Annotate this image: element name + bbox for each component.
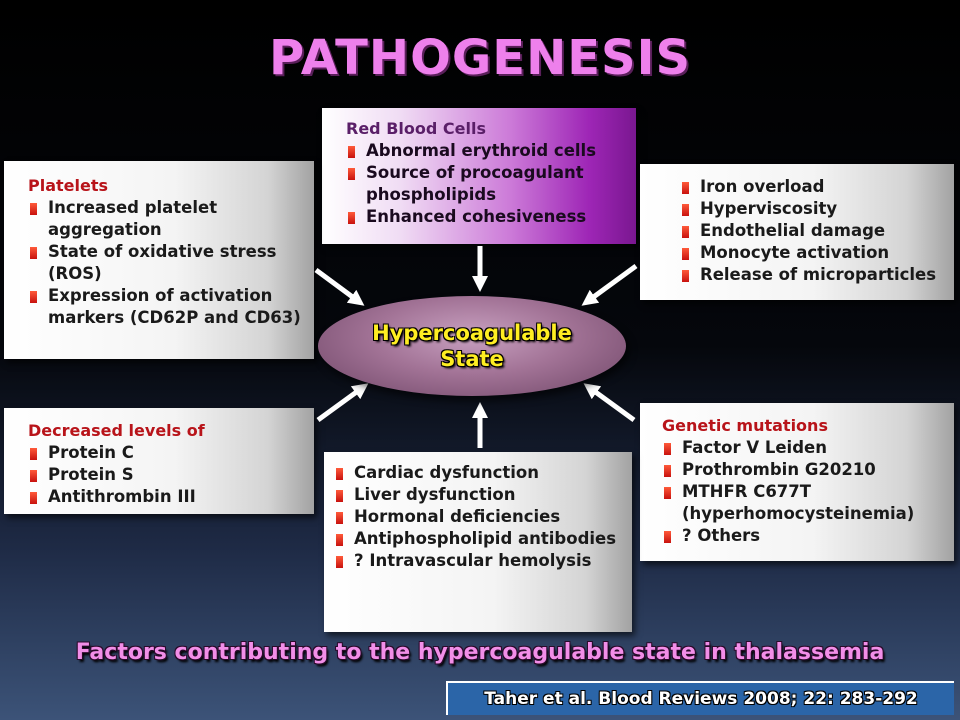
arrow-bottom-right: [583, 383, 636, 423]
hypercoagulable-state-node: Hypercoagulable State: [318, 296, 626, 396]
list-item: MTHFR C677T (hyperhomocysteinemia): [662, 481, 952, 525]
list-item: Cardiac dysfunction: [334, 462, 626, 484]
list-item: Iron overload: [680, 176, 950, 198]
rbc-list: Abnormal erythroid cells Source of proco…: [346, 140, 628, 228]
organ-list: Cardiac dysfunction Liver dysfunction Ho…: [334, 462, 626, 572]
platelets-box: Platelets Increased platelet aggregation…: [4, 161, 314, 359]
iron-box: Iron overload Hyperviscosity Endothelial…: [640, 164, 954, 300]
genetic-heading: Genetic mutations: [662, 416, 828, 435]
list-item: Hyperviscosity: [680, 198, 950, 220]
decreased-heading: Decreased levels of: [28, 421, 205, 440]
list-item: Antithrombin III: [28, 486, 308, 508]
caption: Factors contributing to the hypercoagula…: [75, 640, 885, 665]
list-item: Protein C: [28, 442, 308, 464]
list-item: Endothelial damage: [680, 220, 950, 242]
organ-box: Cardiac dysfunction Liver dysfunction Ho…: [324, 452, 632, 632]
center-line2: State: [440, 347, 504, 371]
reference: Taher et al. Blood Reviews 2008; 22: 283…: [446, 681, 954, 715]
decreased-box: Decreased levels of Protein C Protein S …: [4, 408, 314, 514]
arrow-top-left: [314, 267, 365, 306]
list-item: Antiphospholipid antibodies: [334, 528, 626, 550]
list-item: Release of microparticles: [680, 264, 950, 286]
page-title: PATHOGENESIS: [268, 30, 692, 86]
list-item: Monocyte activation: [680, 242, 950, 264]
rbc-heading: Red Blood Cells: [346, 119, 486, 138]
arrow-top-right: [581, 263, 638, 306]
list-item: Hormonal deficiencies: [334, 506, 626, 528]
center-label: Hypercoagulable State: [372, 320, 572, 372]
list-item: ? Others: [662, 525, 952, 547]
list-item: Increased platelet aggregation: [28, 197, 308, 241]
decreased-list: Protein C Protein S Antithrombin III: [28, 442, 308, 508]
list-item: Enhanced cohesiveness: [346, 206, 628, 228]
list-item: Prothrombin G20210: [662, 459, 952, 481]
list-item: State of oxidative stress (ROS): [28, 241, 308, 285]
genetic-list: Factor V Leiden Prothrombin G20210 MTHFR…: [662, 437, 952, 547]
arrow-bottom-left: [316, 383, 369, 423]
platelets-list: Increased platelet aggregation State of …: [28, 197, 308, 329]
list-item: ? Intravascular hemolysis: [334, 550, 626, 572]
genetic-box: Genetic mutations Factor V Leiden Prothr…: [640, 403, 954, 561]
list-item: Factor V Leiden: [662, 437, 952, 459]
list-item: Abnormal erythroid cells: [346, 140, 628, 162]
list-item: Liver dysfunction: [334, 484, 626, 506]
list-item: Protein S: [28, 464, 308, 486]
center-line1: Hypercoagulable: [372, 321, 572, 345]
iron-list: Iron overload Hyperviscosity Endothelial…: [680, 176, 950, 286]
rbc-box: Red Blood Cells Abnormal erythroid cells…: [322, 108, 636, 244]
list-item: Source of procoagulant phospholipids: [346, 162, 628, 206]
platelets-heading: Platelets: [28, 176, 109, 195]
list-item: Expression of activation markers (CD62P …: [28, 285, 308, 329]
